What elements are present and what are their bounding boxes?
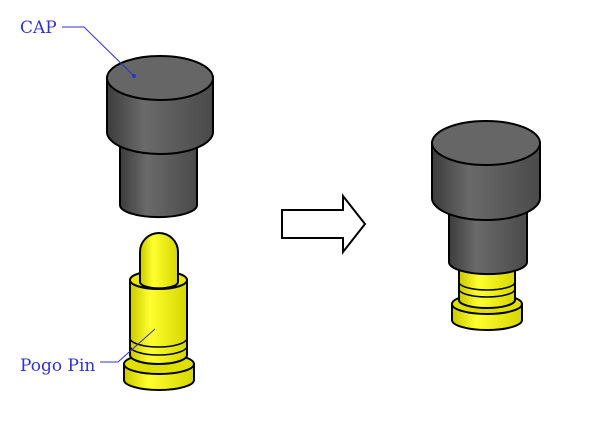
cap-label: CAP [20,18,57,38]
assembled-part [431,120,541,331]
right-arrow-icon [281,193,367,255]
pogo-pin-leader-line [100,328,156,363]
pogo-pin-part [123,232,195,391]
cap-leader-line [62,26,136,78]
pogo-pin-label: Pogo Pin [20,356,95,376]
cap-part [106,55,214,219]
